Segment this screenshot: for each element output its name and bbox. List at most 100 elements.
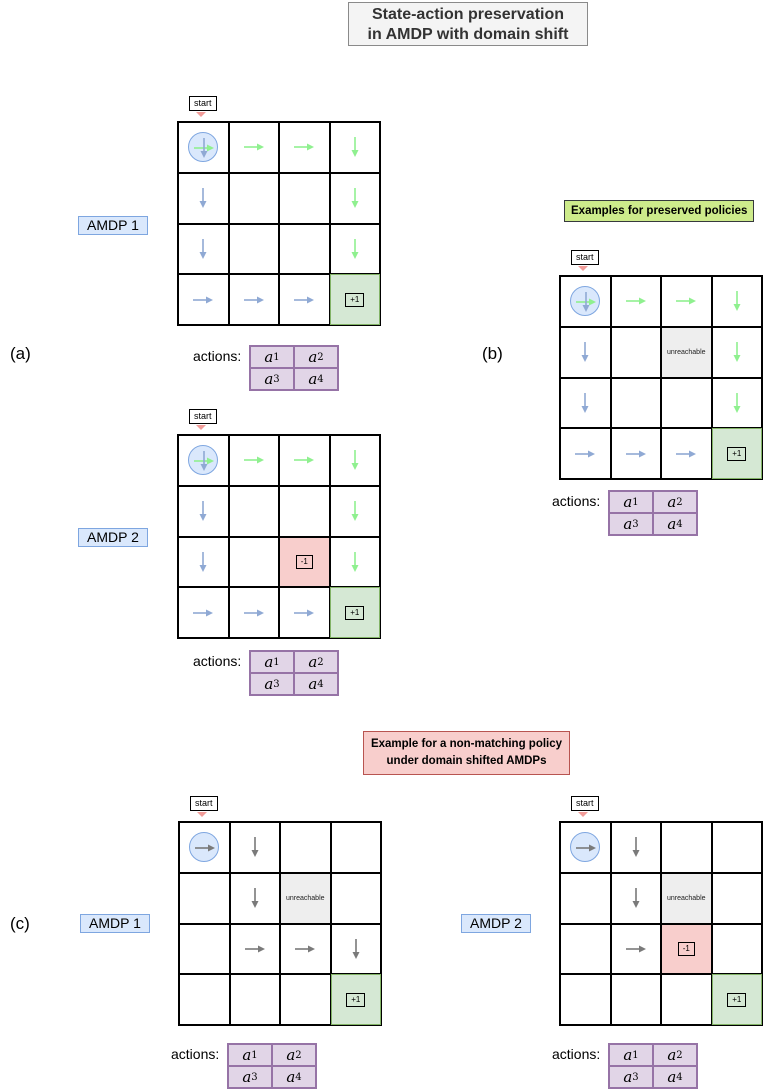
grid-cell xyxy=(560,822,611,873)
panel-letter-c: (c) xyxy=(10,914,30,933)
grid-cell xyxy=(610,822,661,873)
reward-negative: -1 xyxy=(295,554,313,569)
gray-right-arrow-icon xyxy=(576,844,597,852)
green-down-arrow-icon xyxy=(733,342,741,363)
actions-label: actions: xyxy=(171,1046,220,1062)
grid-cell xyxy=(178,172,229,224)
grid-cell xyxy=(610,276,661,327)
blue-down-arrow-icon xyxy=(199,551,207,572)
grid-cell xyxy=(279,274,330,325)
green-down-arrow-icon xyxy=(351,551,359,572)
green-down-arrow-icon xyxy=(351,501,359,522)
grid-b: unreachable +1 xyxy=(559,275,763,480)
unreachable-label: unreachable xyxy=(666,348,706,356)
agent-start-icon xyxy=(188,132,219,163)
grid-cell xyxy=(711,872,762,924)
grid-cell xyxy=(178,223,229,275)
grid-c1: unreachable +1 xyxy=(178,821,382,1026)
grid-cell xyxy=(560,377,611,429)
grid-cell xyxy=(279,223,330,275)
agent-start-icon xyxy=(570,832,601,863)
preserved-policies-note: Examples for preserved policies xyxy=(564,200,755,222)
grid-cell: +1 xyxy=(711,428,762,479)
green-right-arrow-icon xyxy=(294,456,315,464)
grid-a2: -1+1 xyxy=(177,434,381,639)
actions-label: actions: xyxy=(193,653,242,669)
blue-down-arrow-icon xyxy=(582,292,590,313)
blue-right-arrow-icon xyxy=(575,450,596,458)
gray-down-arrow-icon xyxy=(251,837,259,858)
gray-down-arrow-icon xyxy=(632,837,640,858)
grid-cell: +1 xyxy=(329,274,380,325)
green-right-arrow-icon xyxy=(576,298,597,306)
green-right-arrow-icon xyxy=(194,457,215,465)
grid-cell xyxy=(661,276,712,327)
grid-cell xyxy=(560,923,611,975)
green-down-arrow-icon xyxy=(733,392,741,413)
green-right-arrow-icon xyxy=(194,144,215,152)
nonmatching-policy-note: Example for a non-matching policy under … xyxy=(363,731,570,775)
amdp1-label-c: AMDP 1 xyxy=(80,914,150,933)
start-label: start xyxy=(190,796,218,811)
blue-down-arrow-icon xyxy=(581,392,589,413)
start-label: start xyxy=(189,96,217,111)
grid-cell xyxy=(179,822,230,873)
blue-down-arrow-icon xyxy=(200,138,208,159)
grid-cell xyxy=(178,435,229,486)
grid-cell xyxy=(179,974,230,1025)
gray-down-arrow-icon xyxy=(632,888,640,909)
grid-cell xyxy=(329,435,380,486)
blue-right-arrow-icon xyxy=(243,609,264,617)
start-label: start xyxy=(189,409,217,424)
start-marker-icon xyxy=(578,812,588,817)
grid-cell xyxy=(711,822,762,873)
figure-title: State-action preservation in AMDP with d… xyxy=(348,2,588,46)
blue-down-arrow-icon xyxy=(581,342,589,363)
grid-cell xyxy=(228,172,279,224)
grid-cell xyxy=(610,326,661,378)
grid-cell xyxy=(178,587,229,638)
green-down-arrow-icon xyxy=(733,291,741,312)
grid-cell xyxy=(229,822,280,873)
grid-cell: unreachable xyxy=(661,326,712,378)
grid-cell: +1 xyxy=(330,974,381,1025)
grid-cell xyxy=(610,974,661,1025)
grid-cell xyxy=(560,276,611,327)
grid-cell xyxy=(228,435,279,486)
grid-cell xyxy=(330,872,381,924)
grid-cell xyxy=(610,377,661,429)
green-right-arrow-icon xyxy=(625,297,646,305)
blue-down-arrow-icon xyxy=(199,188,207,209)
amdp1-label-a: AMDP 1 xyxy=(78,216,148,235)
grid-cell xyxy=(229,923,280,975)
start-marker-icon xyxy=(197,812,207,817)
grid-cell xyxy=(711,923,762,975)
amdp2-label-a: AMDP 2 xyxy=(78,528,148,547)
green-down-arrow-icon xyxy=(351,137,359,158)
gray-right-arrow-icon xyxy=(625,945,646,953)
grid-cell xyxy=(179,923,230,975)
grid-cell xyxy=(329,536,380,588)
grid-cell xyxy=(279,485,330,537)
green-right-arrow-icon xyxy=(676,297,697,305)
agent-start-icon xyxy=(188,445,219,476)
agent-start-icon xyxy=(570,286,601,317)
blue-right-arrow-icon xyxy=(294,296,315,304)
reward-negative: -1 xyxy=(677,941,695,956)
grid-cell xyxy=(661,428,712,479)
gray-down-arrow-icon xyxy=(251,888,259,909)
grid-cell: unreachable xyxy=(280,872,331,924)
green-right-arrow-icon xyxy=(243,456,264,464)
title-line-1: State-action preservation xyxy=(371,6,565,23)
